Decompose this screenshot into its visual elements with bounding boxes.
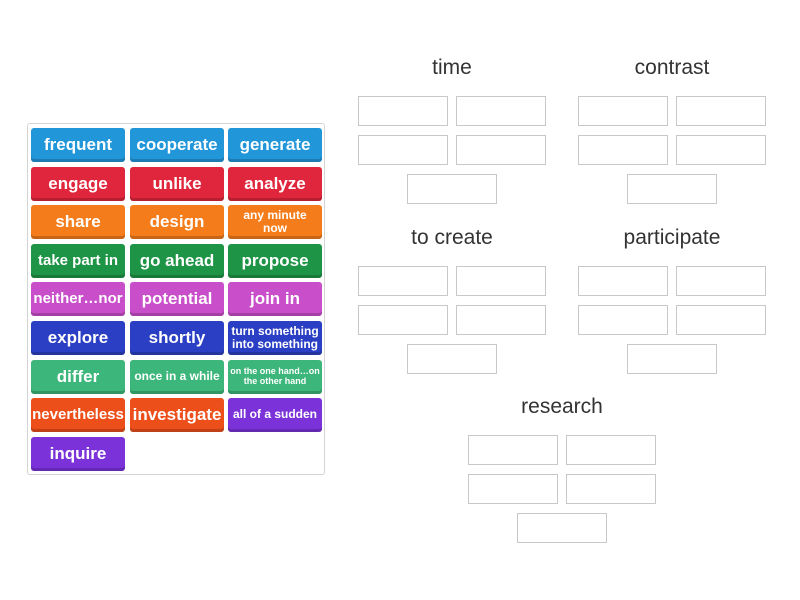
drop-slot-contrast[interactable]	[578, 96, 668, 126]
group-heading-research: research	[521, 395, 603, 418]
drop-slot-research[interactable]	[468, 474, 558, 504]
drop-slot-contrast[interactable]	[676, 96, 766, 126]
word-tile[interactable]: any minute now	[228, 205, 322, 239]
drop-slot-participate[interactable]	[676, 266, 766, 296]
drop-slot-to-create[interactable]	[358, 266, 448, 296]
drop-slot-time[interactable]	[358, 96, 448, 126]
drop-slot-time[interactable]	[456, 96, 546, 126]
drop-slot-participate[interactable]	[578, 266, 668, 296]
drop-slot-to-create[interactable]	[456, 266, 546, 296]
drop-slot-participate[interactable]	[578, 305, 668, 335]
word-tile[interactable]: neither…nor	[31, 282, 125, 316]
word-tile[interactable]: turn something into something	[228, 321, 322, 355]
word-tile[interactable]: join in	[228, 282, 322, 316]
group-heading-contrast: contrast	[634, 56, 710, 79]
word-tile[interactable]: potential	[130, 282, 224, 316]
drop-slot-research[interactable]	[468, 435, 558, 465]
word-tile[interactable]: propose	[228, 244, 322, 278]
drop-slot-contrast[interactable]	[627, 174, 717, 204]
drop-slot-research[interactable]	[566, 474, 656, 504]
group-heading-time: time	[432, 56, 472, 79]
word-tile[interactable]: differ	[31, 360, 125, 394]
drop-slot-to-create[interactable]	[456, 305, 546, 335]
drop-slot-participate[interactable]	[627, 344, 717, 374]
group-heading-to-create: to create	[411, 226, 493, 249]
word-tile[interactable]: frequent	[31, 128, 125, 162]
word-tile[interactable]: cooperate	[130, 128, 224, 162]
word-tile[interactable]: once in a while	[130, 360, 224, 394]
word-tile[interactable]: explore	[31, 321, 125, 355]
word-tile[interactable]: generate	[228, 128, 322, 162]
word-tile[interactable]: engage	[31, 167, 125, 201]
word-tile[interactable]: all of a sudden	[228, 398, 322, 432]
word-tile[interactable]: shortly	[130, 321, 224, 355]
drop-slot-to-create[interactable]	[407, 344, 497, 374]
drop-slot-to-create[interactable]	[358, 305, 448, 335]
word-tile[interactable]: unlike	[130, 167, 224, 201]
word-tile[interactable]: nevertheless	[31, 398, 125, 432]
drop-slot-time[interactable]	[407, 174, 497, 204]
word-tile[interactable]: on the one hand…on the other hand	[228, 360, 322, 394]
word-tile[interactable]: design	[130, 205, 224, 239]
group-heading-participate: participate	[623, 226, 721, 249]
drop-slot-contrast[interactable]	[676, 135, 766, 165]
drop-slot-time[interactable]	[456, 135, 546, 165]
word-tile[interactable]: analyze	[228, 167, 322, 201]
word-tile[interactable]: take part in	[31, 244, 125, 278]
drop-slot-time[interactable]	[358, 135, 448, 165]
word-tile[interactable]: go ahead	[130, 244, 224, 278]
drop-slot-research[interactable]	[566, 435, 656, 465]
drop-slot-contrast[interactable]	[578, 135, 668, 165]
word-tile[interactable]: share	[31, 205, 125, 239]
drop-slot-participate[interactable]	[676, 305, 766, 335]
word-tile[interactable]: inquire	[31, 437, 125, 471]
drop-slot-research[interactable]	[517, 513, 607, 543]
word-tile[interactable]: investigate	[130, 398, 224, 432]
